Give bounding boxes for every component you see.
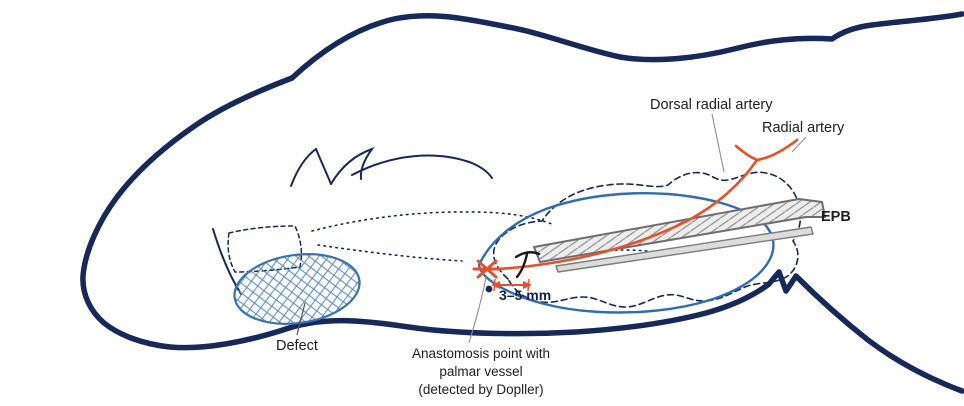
crease-stroke xyxy=(315,148,332,185)
anastomosis-label-line2: palmar vessel xyxy=(439,364,522,379)
dorsal-radial-artery-label: Dorsal radial artery xyxy=(650,97,773,113)
radial-artery-label: Radial artery xyxy=(762,120,845,136)
dorsal-radial-artery-branch xyxy=(734,144,759,162)
anastomosis-leader xyxy=(468,276,487,344)
hand-outline-top xyxy=(289,11,964,81)
measure-tick-left xyxy=(493,278,496,292)
epb-tendon-band xyxy=(533,198,826,263)
hand-outline xyxy=(80,11,964,394)
distance-label: 3–5 mm xyxy=(499,287,551,303)
caliper-mark-bar xyxy=(514,251,541,259)
epb-tendon: EPB xyxy=(533,198,851,273)
caliper-mark-stem xyxy=(515,252,529,279)
anastomosis-label-line1: Anastomosis point with xyxy=(412,346,550,361)
dotted-dorsal-guide-upper xyxy=(311,211,555,232)
flap-pivot-dot xyxy=(485,285,493,293)
defect-leader-line xyxy=(296,302,306,336)
flap-outline xyxy=(477,191,775,314)
leader-lines xyxy=(468,113,807,344)
radial-artery xyxy=(472,138,799,279)
measure-tick-right xyxy=(527,278,530,292)
defect-region: Defect xyxy=(233,253,361,354)
dorsal-radial-artery-leader xyxy=(711,113,725,173)
measurement-group: 3–5 mm xyxy=(485,251,551,303)
dorsal-radial-artery-path xyxy=(493,158,759,271)
anastomosis-label-line3: (detected by Dopller) xyxy=(418,382,543,397)
defect-hatched-area xyxy=(233,253,361,325)
anastomosis-marker xyxy=(472,259,502,279)
epb-tendon-slip xyxy=(555,226,814,273)
knuckle-creases xyxy=(212,146,493,295)
epb-label: EPB xyxy=(821,209,851,225)
measure-arrowhead-right xyxy=(523,281,532,289)
measure-arrowhead-left xyxy=(491,281,500,289)
crease-stroke xyxy=(290,148,317,187)
dotted-dorsal-guide-lower xyxy=(317,244,463,262)
dotted-inner-guide xyxy=(555,249,657,259)
hand-outline-thumb-bottom xyxy=(80,75,964,394)
crease-stroke xyxy=(330,146,375,185)
radial-artery-leader xyxy=(791,136,807,153)
defect-label: Defect xyxy=(276,338,318,354)
labels: Dorsal radial artery Radial artery Anast… xyxy=(412,97,845,397)
radial-artery-upper-segment xyxy=(755,138,799,162)
crease-stroke xyxy=(351,154,493,179)
